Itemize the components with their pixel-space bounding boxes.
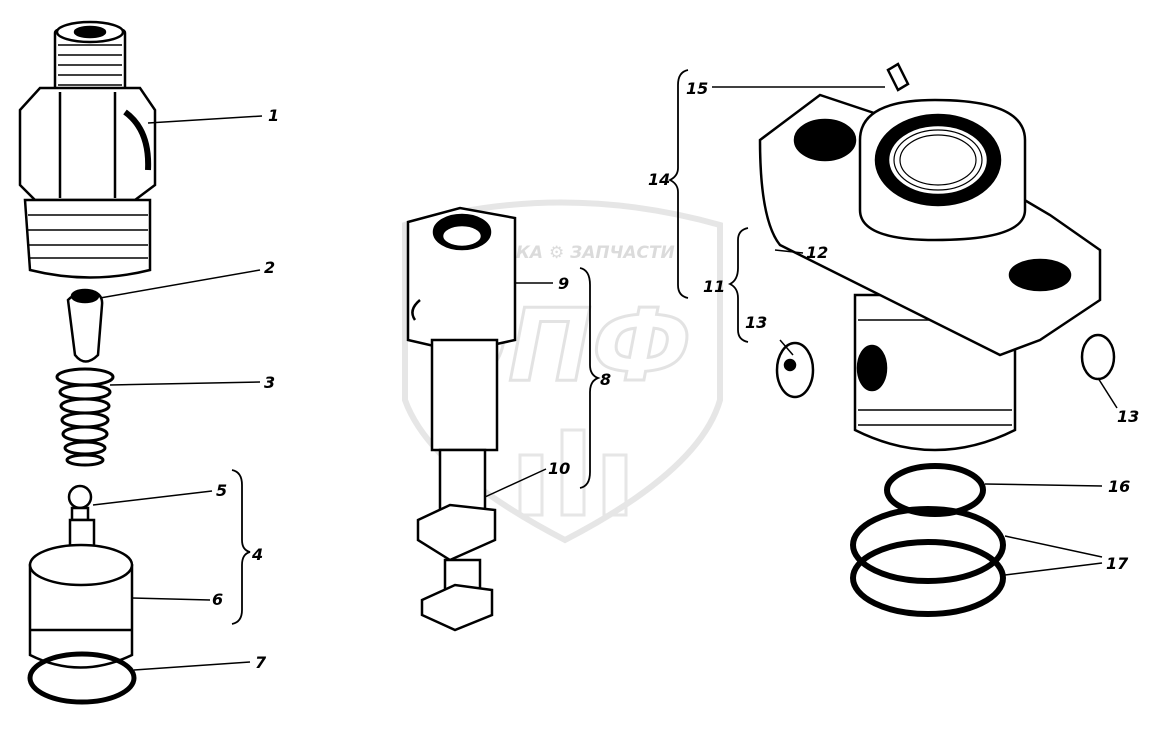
callout-11: 11	[703, 277, 725, 296]
callout-17: 17	[1106, 554, 1129, 573]
callout-14: 14	[648, 170, 670, 189]
part-plunger-pair	[406, 206, 517, 632]
callout-15: 15	[686, 79, 708, 98]
callout-8: 8	[600, 370, 611, 389]
part-ring-17a	[850, 506, 1006, 584]
part-o-ring-small	[27, 651, 137, 705]
callout-13-right: 13	[1117, 407, 1139, 426]
brace-marks	[231, 69, 749, 625]
part-pin	[886, 62, 910, 92]
part-flanged-body	[758, 93, 1102, 452]
part-union-fitting	[18, 20, 157, 279]
part-ring-16	[884, 463, 986, 517]
callout-10: 10	[548, 459, 570, 478]
callout-9: 9	[558, 274, 569, 293]
part-valve-seat	[28, 484, 134, 669]
callout-13-left: 13	[745, 313, 767, 332]
callout-6: 6	[212, 590, 223, 609]
callout-3: 3	[264, 373, 275, 392]
callout-1: 1	[268, 106, 279, 125]
callout-4: 4	[251, 545, 263, 564]
callout-2: 2	[264, 258, 275, 277]
part-screw-right	[1080, 333, 1116, 381]
callout-12: 12	[806, 243, 828, 262]
part-ring-17b	[850, 539, 1006, 617]
leader-lines	[92, 86, 1118, 671]
part-screw-left	[775, 341, 815, 399]
callout-5: 5	[216, 481, 227, 500]
callout-7: 7	[255, 653, 267, 672]
part-valve	[66, 288, 104, 363]
part-spring	[55, 367, 115, 467]
callout-16: 16	[1108, 477, 1130, 496]
